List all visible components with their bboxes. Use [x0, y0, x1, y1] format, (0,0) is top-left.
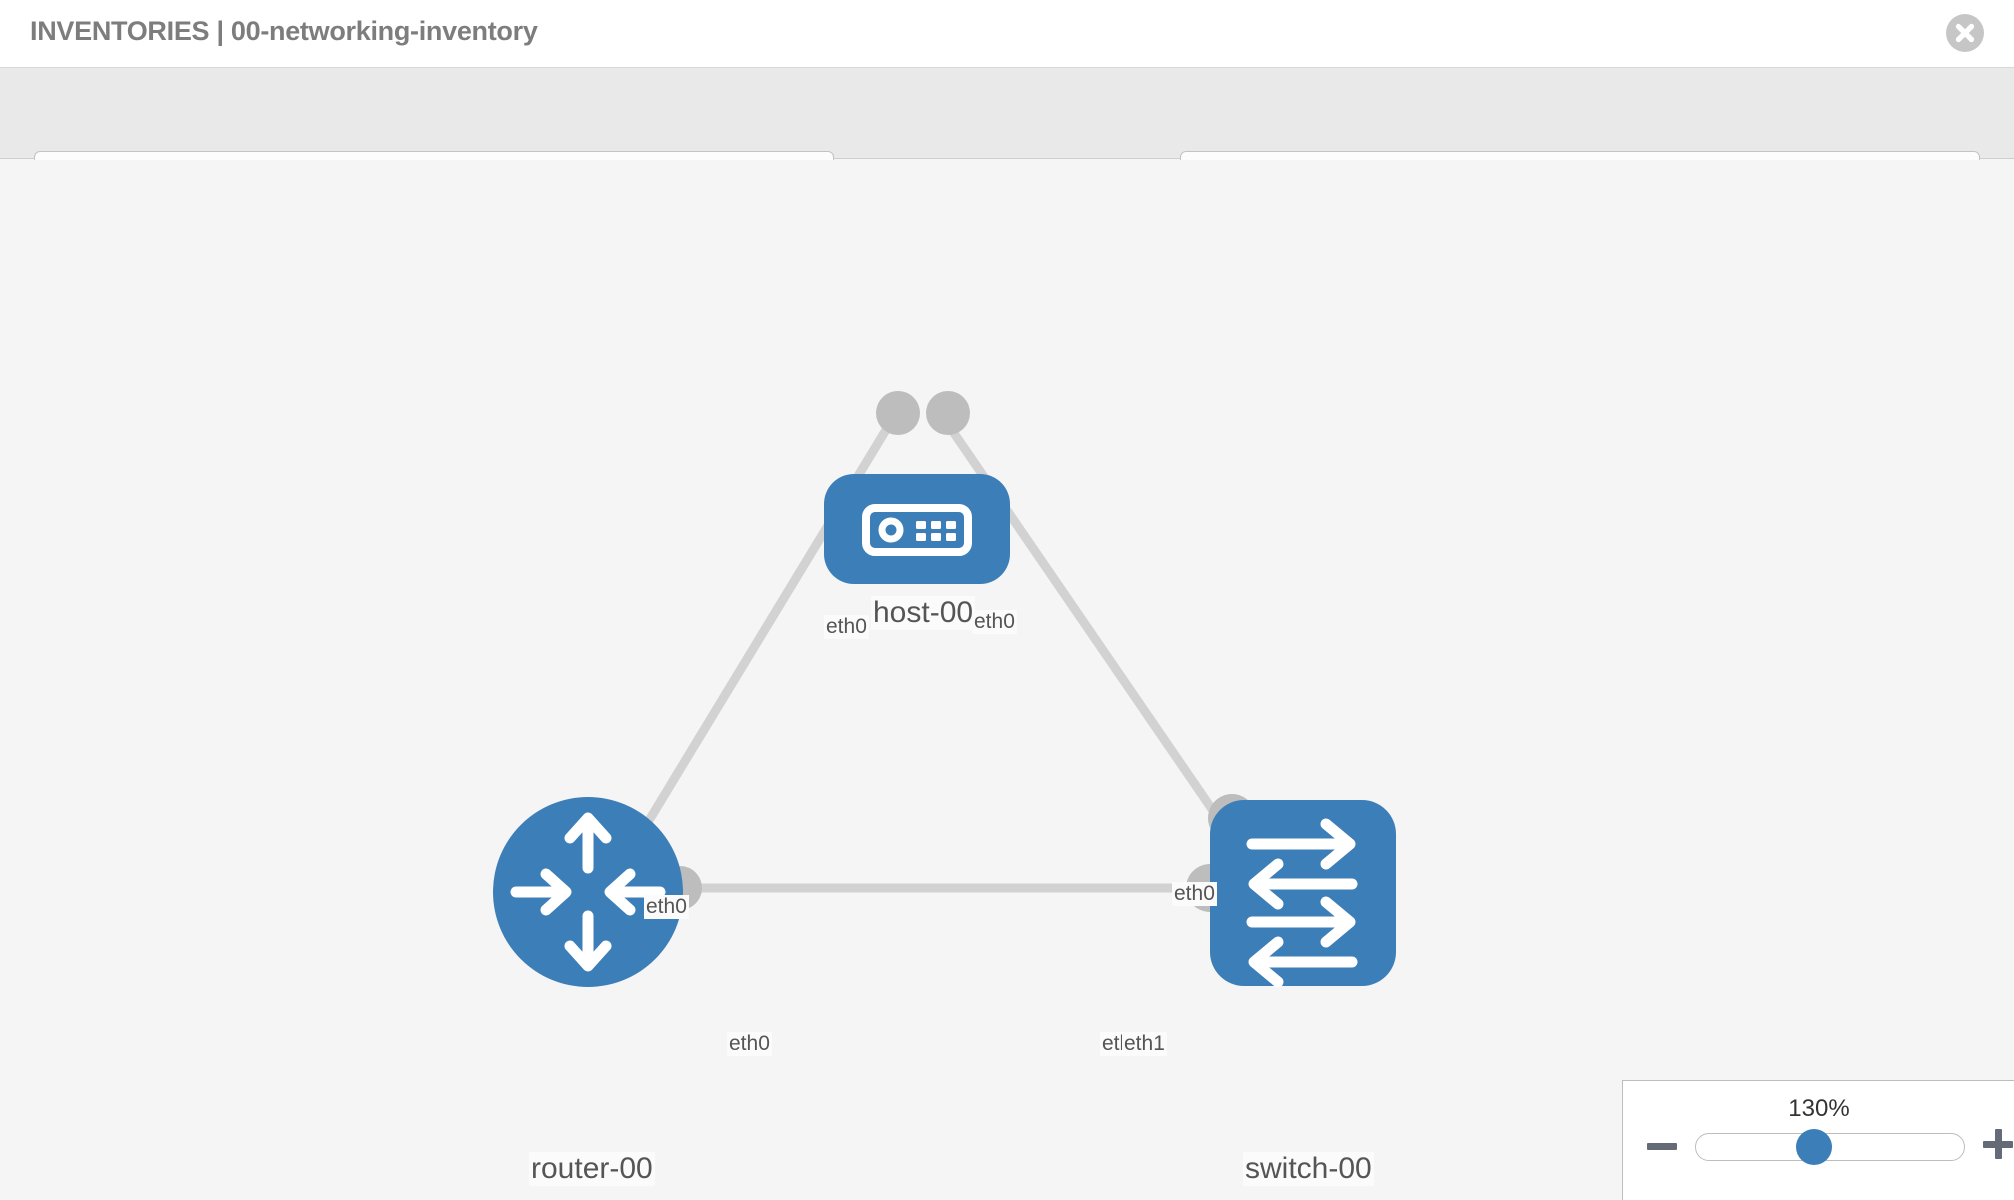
server-icon: [862, 504, 972, 556]
page-header: INVENTORIES | 00-networking-inventory: [0, 0, 2014, 68]
edge-label-router00-eth0-north[interactable]: eth0: [644, 895, 689, 919]
topology-graph: [493, 391, 1396, 988]
toolbar: ACTIONS SEARCH: [0, 68, 2014, 202]
minus-icon[interactable]: [1647, 1143, 1677, 1150]
zoom-slider-handle[interactable]: [1796, 1129, 1832, 1165]
node-router-00-shape[interactable]: [493, 797, 683, 987]
node-label-switch-00[interactable]: switch-00: [1243, 1152, 1374, 1186]
zoom-level-value: 130%: [1788, 1095, 1850, 1122]
node-label-router-00[interactable]: router-00: [529, 1152, 655, 1186]
edge-label-switch00-eth0-north[interactable]: eth0: [1172, 882, 1217, 906]
node-label-host-00[interactable]: host-00: [871, 596, 976, 630]
connector-host00-left[interactable]: [876, 391, 920, 435]
node-router-00[interactable]: [493, 797, 683, 987]
zoom-control-panel: 130%: [1622, 1080, 2014, 1200]
topology-canvas[interactable]: host-00 router-00 switch-00 eth0 eth0 et…: [0, 160, 2014, 1200]
close-icon[interactable]: [1946, 14, 1984, 52]
edge-label-host00-eth0-right[interactable]: eth0: [972, 610, 1017, 634]
edge-label-host00-eth0-left[interactable]: eth0: [824, 615, 869, 639]
edge-label-router00-eth0-east[interactable]: eth0: [727, 1032, 772, 1056]
page-title: INVENTORIES | 00-networking-inventory: [30, 16, 538, 46]
plus-icon[interactable]: [1983, 1129, 2013, 1159]
node-switch-00[interactable]: [1210, 800, 1396, 988]
node-host-00-shape[interactable]: [824, 474, 1010, 584]
node-host-00[interactable]: [824, 474, 1010, 584]
connector-host00-right[interactable]: [926, 391, 970, 435]
router-arrows-icon: [510, 812, 666, 972]
switch-arrows-icon: [1246, 818, 1358, 988]
edge-label-switch00-eth1-west[interactable]: eth1: [1122, 1032, 1167, 1056]
